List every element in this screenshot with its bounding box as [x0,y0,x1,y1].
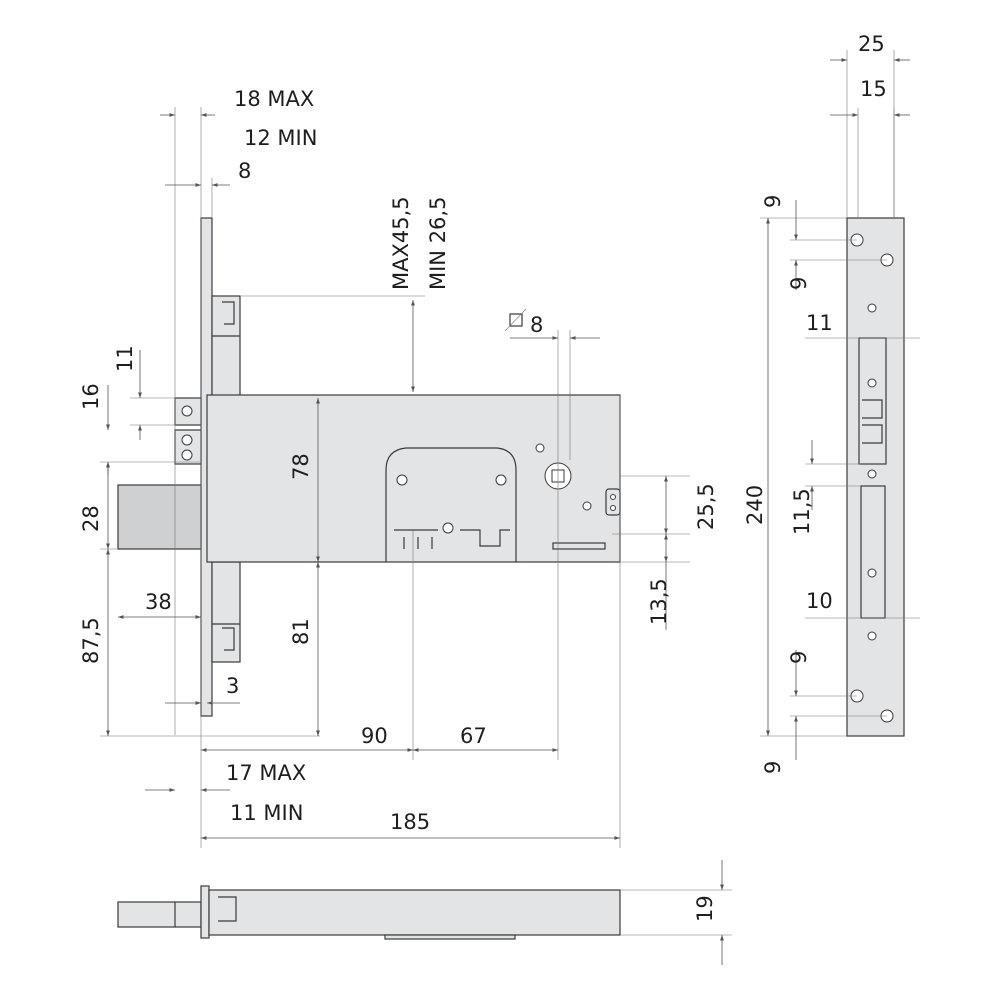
dim-strike-latch-slot: 11 [806,311,833,335]
dim-bolt-throw: 38 [145,590,172,614]
dim-strike-bottom-hole-a: 9 [787,651,811,664]
cylinder-housing [385,447,517,562]
dim-strike-bolt-slot: 10 [806,589,833,613]
lower-mounting-strip [211,561,241,663]
dim-spindle-offset: 25,5 [694,483,718,530]
key-slot [394,529,510,549]
dim-backset-min: MIN 26,5 [426,197,450,290]
bottom-faceplate [200,885,210,939]
bottom-rail [384,934,516,940]
upper-hook [222,301,235,325]
latch-roller-2 [181,434,193,446]
dim-spindle-square: 8 [530,313,543,337]
dim-axis-distance: 67 [460,724,487,748]
dim-strike-width-inner: 15 [860,77,887,101]
dim-strike-top-hole-a: 9 [761,195,785,208]
bottom-case [208,889,621,936]
dim-lower-gap: 13,5 [647,578,671,625]
bottom-view: 19 [117,860,732,965]
dim-lower-offset: 87,5 [79,617,103,664]
latch-roller-3 [181,449,193,461]
dim-strike-top-hole-b: 9 [787,277,811,290]
upper-mounting-strip [211,295,241,397]
bottom-bolt [117,901,202,928]
dim-bolt-height: 28 [79,505,103,532]
dim-strike-slot-height: 11,5 [790,488,814,535]
latch-roller-1 [181,405,193,417]
dim-bottom-thickness: 19 [693,895,717,922]
bottom-hook [218,896,237,922]
strike-plate [846,217,905,737]
dim-strike-min: 11 MIN [230,801,303,825]
strike-plate-view: 25 15 9 9 11 240 11,5 10 9 9 [743,32,920,774]
dim-strike-width-outer: 25 [858,32,885,56]
dim-latch-height: 16 [79,383,103,410]
dim-latch-gap: 11 [113,345,137,372]
dim-strike-max: 17 MAX [226,761,306,785]
front-view: 18 MAX 12 MIN 8 MAX45,5 MIN 26,5 8 11 16… [79,87,718,848]
dim-case-lower: 81 [289,618,313,645]
dim-strike-total-height: 240 [743,485,767,525]
dim-case-length: 185 [390,810,430,834]
dim-faceplate-thickness: 8 [238,159,251,183]
square-symbol [509,313,523,327]
dim-case-upper: 78 [289,453,313,480]
dim-cylinder-axis: 90 [361,724,388,748]
strike-bolt-box [860,485,886,619]
dim-faceplate-max: 18 MAX [234,87,314,111]
dim-plate-step: 3 [226,674,239,698]
dim-strike-bottom-hole-b: 9 [761,761,785,774]
case-slot [552,542,606,550]
dead-bolt [117,484,202,550]
dim-faceplate-min: 12 MIN [244,126,317,150]
lower-hook [222,627,235,651]
dim-backset-max: MAX45,5 [389,196,413,290]
